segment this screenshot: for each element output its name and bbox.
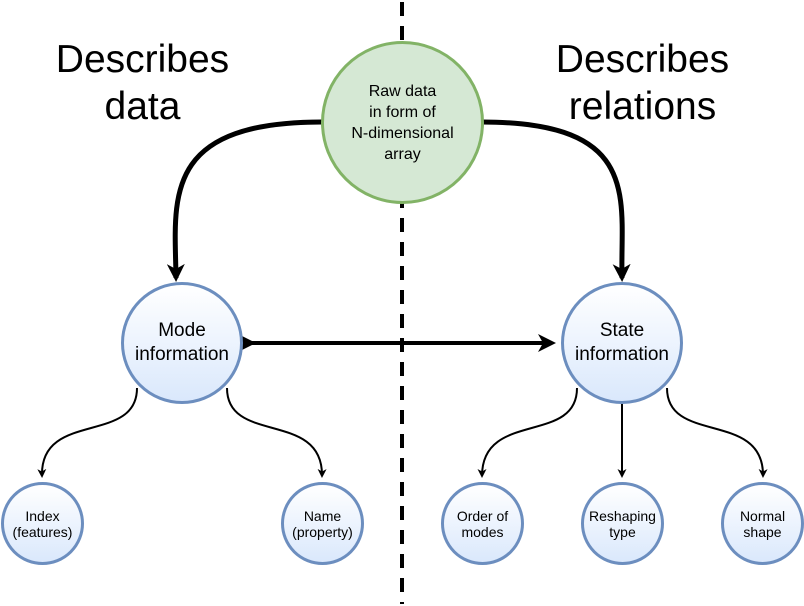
heading-describes-data: Describes data: [55, 38, 230, 128]
heading-describes-relations: Describes relations: [555, 38, 730, 128]
state-information-label: State information: [575, 320, 669, 365]
arrow-raw-to-state: [481, 119, 631, 282]
state-information-node: State information: [561, 282, 683, 404]
order-of-modes-label: Order of modes: [456, 507, 509, 540]
arrow-raw-to-mode: [166, 119, 323, 282]
normal-shape-node: Normal shape: [721, 482, 804, 565]
mode-information-node: Mode information: [121, 282, 243, 404]
raw-data-node: Raw data in form of N-dimensional array: [321, 41, 484, 204]
index-label: Index (features): [12, 507, 73, 540]
order-of-modes-node: Order of modes: [441, 482, 524, 565]
name-label: Name (property): [292, 507, 353, 540]
reshaping-type-label: Reshaping type: [589, 507, 656, 540]
arrow-state-to-order: [477, 387, 578, 478]
mode-information-label: Mode information: [135, 320, 229, 365]
name-node: Name (property): [281, 482, 364, 565]
raw-data-label: Raw data in form of N-dimensional array: [351, 82, 454, 163]
normal-shape-label: Normal shape: [739, 507, 786, 540]
reshaping-type-node: Reshaping type: [581, 482, 664, 565]
arrow-state-to-normal: [666, 387, 768, 478]
arrow-mode-to-name: [226, 387, 327, 478]
arrow-mode-to-index: [37, 387, 138, 478]
index-node: Index (features): [1, 482, 84, 565]
